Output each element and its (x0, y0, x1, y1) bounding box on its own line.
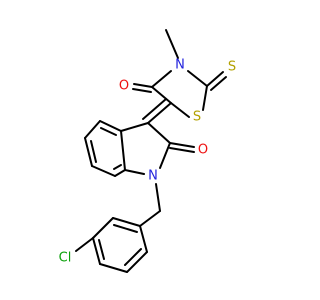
bond-phenyl-3 (92, 237, 101, 265)
bond-phenyl-5 (126, 251, 148, 273)
bond-c3-c2ind (147, 122, 171, 144)
bond-benzo-5-inner (113, 164, 122, 170)
bond-benzo-4 (91, 165, 116, 177)
bond-c2ind-n1 (159, 142, 171, 169)
bond-phenyl-2 (92, 217, 114, 239)
atom-nitrogen-thiazolidine: N (175, 58, 185, 73)
bond-phenyl-1-inner (113, 224, 138, 233)
bond-exocyclic-a (147, 102, 172, 124)
bond-phenyl-5-inner (124, 248, 142, 266)
bond-benzo-2 (84, 120, 101, 139)
molecule-canvas: S N O S O N Cl (58, 29, 237, 273)
bond-benzo-1 (99, 120, 122, 132)
atom-oxygen-indolinone: O (198, 143, 208, 158)
bond-ch2-phenyl (139, 210, 161, 227)
structure-drawing: S N O S O N Cl (59, 29, 236, 273)
atom-sulfur-thione: S (228, 60, 236, 75)
bond-phenyl-6 (139, 225, 148, 253)
bond-n3-c2 (187, 70, 208, 87)
bond-phenyl-1 (112, 217, 141, 227)
bonds (75, 29, 227, 273)
bond-c-cl (75, 237, 94, 252)
bond-c4-c5 (151, 86, 172, 104)
bond-c3-c3a (120, 122, 149, 132)
bond-phenyl-4 (99, 263, 128, 273)
bond-c2-s1 (202, 85, 208, 111)
bond-n1-ch2 (155, 183, 161, 212)
bond-benzo-1-inner (100, 127, 117, 136)
bond-exocyclic-b (142, 98, 167, 120)
bond-indolinone-oxo-b (169, 147, 195, 153)
bond-c3a-c7a (120, 130, 126, 171)
atom-nitrogen-indole: N (148, 169, 158, 184)
bond-c4-oxo-b (132, 88, 152, 93)
bond-c4-oxo-a (133, 83, 153, 88)
bond-benzo-3 (84, 137, 93, 167)
atom-oxygen-thiazolidinone: O (119, 79, 129, 94)
bond-benzo-5 (114, 169, 126, 177)
atom-labels: S N O S O N Cl (59, 58, 236, 266)
bond-c2-thione-a (206, 71, 224, 87)
bond-indolinone-oxo-a (169, 142, 195, 148)
bond-s1-c5 (170, 102, 190, 118)
bond-benzo-3-inner (90, 140, 97, 163)
atom-sulfur-ring: S (193, 110, 201, 125)
bond-n3-c4 (151, 70, 172, 88)
atom-chlorine: Cl (59, 251, 72, 266)
bond-methyl (165, 29, 179, 59)
bond-c2-thione-b (210, 76, 227, 91)
bond-n1-c7a (124, 169, 145, 175)
bond-phenyl-3-inner (98, 239, 105, 260)
